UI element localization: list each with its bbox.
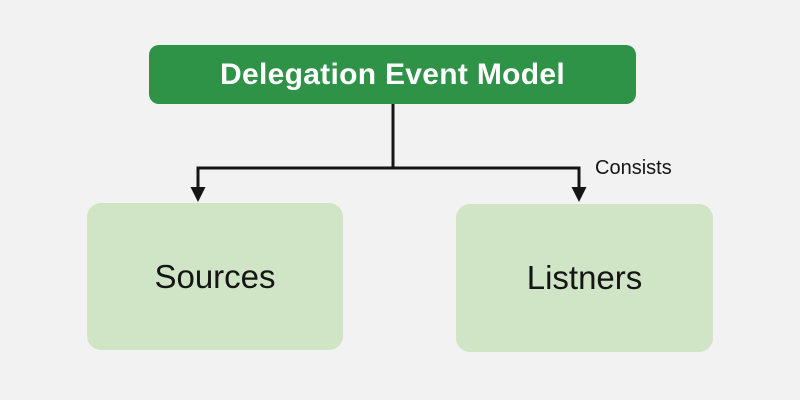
connector-path (196, 104, 581, 190)
diagram-title: Delegation Event Model (220, 57, 565, 91)
arrowhead-down-icon (190, 187, 206, 202)
node-delegation-event-model: Delegation Event Model (149, 45, 636, 104)
node-listeners-label: Listners (526, 259, 643, 296)
node-listeners: Listners (456, 204, 713, 352)
arrowhead-down-icon (571, 187, 587, 202)
edge-label-consists: Consists (595, 157, 672, 179)
node-sources-label: Sources (154, 257, 276, 295)
node-sources: Sources (87, 203, 343, 350)
